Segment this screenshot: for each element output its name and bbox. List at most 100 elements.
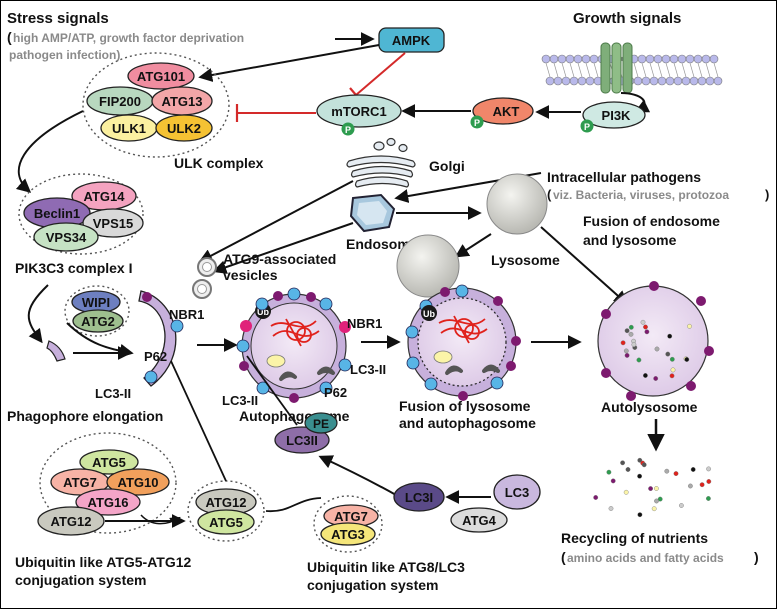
line-atg12-lc3 <box>265 497 322 513</box>
arrow-endosome-atg9 <box>212 222 354 274</box>
akt-node <box>472 97 534 125</box>
atg5-conjugate-node <box>197 509 255 535</box>
arrow-ulk-pik3c3 <box>15 110 84 193</box>
vps34-node <box>33 222 99 252</box>
pe-node <box>304 412 338 434</box>
ubl-atg5-line2: conjugation system <box>15 572 146 588</box>
atg5-conjugate-label: ATG5 <box>209 515 243 530</box>
arrow-lc3i-lc3ii <box>318 455 397 496</box>
arrow-ampk-ulk <box>198 44 380 82</box>
fusion-vesicle-icon <box>405 284 521 401</box>
golgi-icon <box>346 137 416 188</box>
ulk-complex-label: ULK complex <box>174 155 264 171</box>
pe-label: PE <box>313 417 329 431</box>
ulk2-node <box>155 114 213 142</box>
pik3c3-label: PIK3C3 complex I <box>15 260 133 276</box>
p62-label-phagophore: P62 <box>144 349 167 364</box>
atg16-node <box>75 488 141 516</box>
recycling-open-paren: ( <box>561 549 566 565</box>
atg12-conjugate-label: ATG12 <box>206 495 247 510</box>
atg3-label: ATG3 <box>331 527 365 542</box>
lc3i-label: LC3I <box>405 490 433 505</box>
stress-detail-line2: pathogen infection) <box>9 48 120 62</box>
ampk-node <box>378 27 445 53</box>
autophagosome-receptor-dots <box>236 287 352 403</box>
autolysosome-icon <box>597 281 714 401</box>
pi3k-label: PI3K <box>602 108 632 123</box>
akt-phospho-label: P <box>474 118 480 128</box>
lc3ii-label-autophagosome: LC3-II <box>222 393 258 408</box>
wipi-label: WIPI <box>82 295 110 310</box>
atg101-node <box>127 62 195 90</box>
akt-label: AKT <box>493 104 520 119</box>
pathogens-title: Intracellular pathogens <box>547 169 701 185</box>
atg12-node <box>37 506 105 536</box>
pathogens-open-paren: ( <box>547 187 552 202</box>
vps34-label: VPS34 <box>46 230 87 245</box>
lc3-label: LC3 <box>505 485 530 500</box>
arrow-lysosome-autolysosome <box>540 226 629 305</box>
ubl-atg5-line1: Ubiquitin like ATG5-ATG12 <box>15 554 192 570</box>
atg5-node <box>79 449 139 475</box>
lysosome-label: Lysosome <box>491 252 560 268</box>
nbr1-label-phagophore: NBR1 <box>169 307 204 322</box>
recycling-label: Recycling of nutrients <box>561 530 708 546</box>
fusion-endo-line1: Fusion of endosome <box>583 213 720 229</box>
atg9-label-line2: vesicles <box>223 267 278 283</box>
arrow-pik3c3-phagophore <box>27 284 49 344</box>
plasma-membrane <box>541 54 723 86</box>
pathogens-close-paren: ) <box>765 187 769 202</box>
mtorc1-phospho-label: P <box>345 125 351 135</box>
atg101-label: ATG101 <box>137 69 185 84</box>
ampk-label: AMPK <box>392 33 431 48</box>
pi3k-phospho-icon <box>580 119 594 133</box>
atg13-label: ATG13 <box>162 94 203 109</box>
atg14-label: ATG14 <box>84 189 126 204</box>
atg7-label: ATG7 <box>63 475 97 490</box>
small-phagophore-icon <box>46 340 66 362</box>
fip200-label: FIP200 <box>99 94 141 109</box>
vps15-node <box>82 208 144 238</box>
vps15-label: VPS15 <box>93 216 133 231</box>
atg12-label: ATG12 <box>51 514 92 529</box>
ulk1-label: ULK1 <box>112 121 146 136</box>
atg9-label-line1: ATG9-associated <box>223 251 336 267</box>
receptor-icon <box>600 42 633 94</box>
mtorc1-phospho-icon <box>341 122 355 136</box>
atg2-label: ATG2 <box>81 314 115 329</box>
p62-label-autophagosome: P62 <box>324 385 347 400</box>
atg16-label: ATG16 <box>88 495 129 510</box>
pathogens-sub: viz. Bacteria, viruses, protozoa <box>553 188 729 202</box>
akt-phospho-icon <box>470 115 484 129</box>
fusion-lyso-line1: Fusion of lysosome <box>399 398 531 414</box>
autolysosome-label: Autolysosome <box>601 399 698 415</box>
lc3ii-node <box>274 426 330 454</box>
atg10-label: ATG10 <box>118 475 159 490</box>
golgi-label: Golgi <box>429 158 465 174</box>
ubl-atg8-line2: conjugation system <box>307 577 438 593</box>
atg2-node <box>72 309 124 333</box>
atg16-complex-outline <box>39 432 177 534</box>
arrow-golgi-atg9 <box>198 180 354 263</box>
recycling-sub: amino acids and fatty acids <box>567 551 724 565</box>
line-lc3ii-autophagosome <box>246 355 298 426</box>
mtorc1-node <box>316 94 402 128</box>
line-atg12-phagophore <box>170 360 227 482</box>
fusion-lyso-line2: and autophagosome <box>399 415 536 431</box>
recycling-close-paren: ) <box>754 549 759 565</box>
phagophore-elongation-label: Phagophore elongation <box>7 408 163 424</box>
autolysosome-debris <box>620 319 692 381</box>
beclin1-label: Beclin1 <box>34 206 80 221</box>
stress-open-paren: ( <box>7 29 12 45</box>
arrow-lysosome-sphere2 <box>454 233 492 258</box>
stress-signals-title: Stress signals <box>7 10 109 27</box>
growth-signals-title: Growth signals <box>573 10 681 27</box>
ulk-complex-outline <box>82 52 230 158</box>
mtorc1-label: mTORC1 <box>331 104 386 119</box>
atg3-node <box>320 522 376 546</box>
wipi-atg2-outline <box>64 285 130 337</box>
atg5-label: ATG5 <box>92 455 126 470</box>
pik3c3-complex-outline <box>18 173 144 255</box>
autophagosome-icon <box>241 293 347 399</box>
